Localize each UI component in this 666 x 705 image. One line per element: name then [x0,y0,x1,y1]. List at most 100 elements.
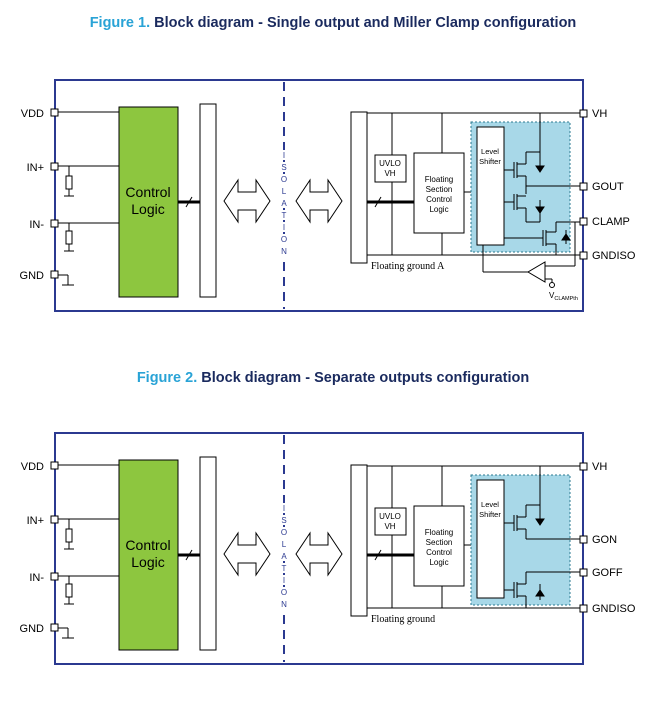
isolation-arrow-left [223,178,271,224]
pin-goff-label: GOFF [592,567,623,579]
uvlo-block [374,507,407,536]
pin-gnd-label: GND [20,623,45,635]
output-mosfets [504,466,583,608]
floating-section-line4: Logic [429,558,448,567]
isolation-letter: S [281,163,286,172]
uvlo-line2: VH [384,169,395,178]
isolation-letter: N [281,247,287,256]
isolation-letter: O [281,588,287,597]
chip-frame [54,79,584,312]
pin-in-minus: IN- [29,572,59,584]
figure-1-number: Figure 1. [89,15,151,31]
pin-gndiso-label: GNDISO [592,250,636,262]
pin-in-plus: IN+ [27,515,59,527]
pin-gout-label: GOUT [592,181,624,193]
output-mosfets [504,113,583,255]
control-logic-block [118,106,179,298]
left-wiring [58,464,119,639]
transmitter-bar [199,456,217,651]
control-logic-block [118,459,179,651]
floating-section-block [413,152,465,234]
isolation-letter: I [283,504,285,513]
vclamp-label: VCLAMPth [549,291,578,302]
pin-gnd-label: GND [20,270,45,282]
isolation-letter: I [283,576,285,585]
isolation-letter: L [282,187,287,196]
level-shifter-line2: Shifter [479,510,501,519]
figure-1-title: Figure 1. Block diagram - Single output … [0,15,666,31]
uvlo-line2: VH [384,522,395,531]
figure-2-caption: Block diagram - Separate outputs configu… [201,370,530,386]
level-shifter-line2: Shifter [479,157,501,166]
pin-in-minus-label: IN- [29,572,44,584]
level-shifter-line1: Level [481,500,499,509]
isolation-letter: O [281,175,287,184]
floating-section-line3: Control [426,195,452,204]
isolation-letter: T [282,211,287,220]
isolation-letter: T [282,564,287,573]
figure-1-caption: Block diagram - Single output and Miller… [154,15,577,31]
pin-vdd-label: VDD [21,108,44,120]
pin-vdd-label: VDD [21,461,44,473]
receiver-bar [350,464,368,617]
floating-ground-label: Floating ground A [371,261,445,272]
pin-gnd: GND [20,623,59,635]
control-logic-line2: Logic [131,554,164,570]
isolation-letter: I [283,223,285,232]
level-shifter-block [476,479,505,599]
floating-ground-label: Floating ground [371,614,435,625]
pin-vh-label: VH [592,461,607,473]
pin-gndiso-label: GNDISO [592,603,636,615]
level-shifter-block [476,126,505,246]
control-logic-line1: Control [125,537,170,553]
isolation-arrow-left [223,531,271,577]
floating-section-line4: Logic [429,205,448,214]
isolation-letter: L [282,540,287,549]
receiver-bar [350,111,368,264]
pin-in-plus: IN+ [27,162,59,174]
floating-section-block [413,505,465,587]
uvlo-line1: UVLO [379,159,401,168]
control-logic-line2: Logic [131,201,164,217]
transmitter-bar [199,103,217,298]
pin-in-minus: IN- [29,219,59,231]
floating-section-line1: Floating [425,175,453,184]
figure-2-title: Figure 2. Block diagram - Separate outpu… [0,370,666,386]
isolation-letter: A [281,552,287,561]
left-wiring [58,111,119,286]
chip-frame [54,432,584,665]
floating-section-line3: Control [426,548,452,557]
control-logic-line1: Control [125,184,170,200]
pin-gon-label: GON [592,534,617,546]
pin-clamp-label: CLAMP [592,216,630,228]
isolation-letter: N [281,600,287,609]
pin-vdd: VDD [21,461,59,473]
clamp-comparator [482,222,576,288]
uvlo-line1: UVLO [379,512,401,521]
floating-section-line1: Floating [425,528,453,537]
isolation-arrow-right [295,531,343,577]
pin-vh-label: VH [592,108,607,120]
pin-in-minus-label: IN- [29,219,44,231]
pin-gnd: GND [20,270,59,282]
isolation-letter: O [281,528,287,537]
isolation-letter: S [281,516,286,525]
isolation-letter: A [281,199,287,208]
pin-vdd: VDD [21,108,59,120]
floating-section-line2: Section [426,185,453,194]
figure-2-number: Figure 2. [136,370,198,386]
pin-in-plus-label: IN+ [27,515,44,527]
isolation-letter: I [283,151,285,160]
uvlo-block [374,154,407,183]
floating-rails [367,465,583,609]
pin-in-plus-label: IN+ [27,162,44,174]
floating-section-line2: Section [426,538,453,547]
isolation-arrow-right [295,178,343,224]
isolation-letter: O [281,235,287,244]
level-shifter-line1: Level [481,147,499,156]
